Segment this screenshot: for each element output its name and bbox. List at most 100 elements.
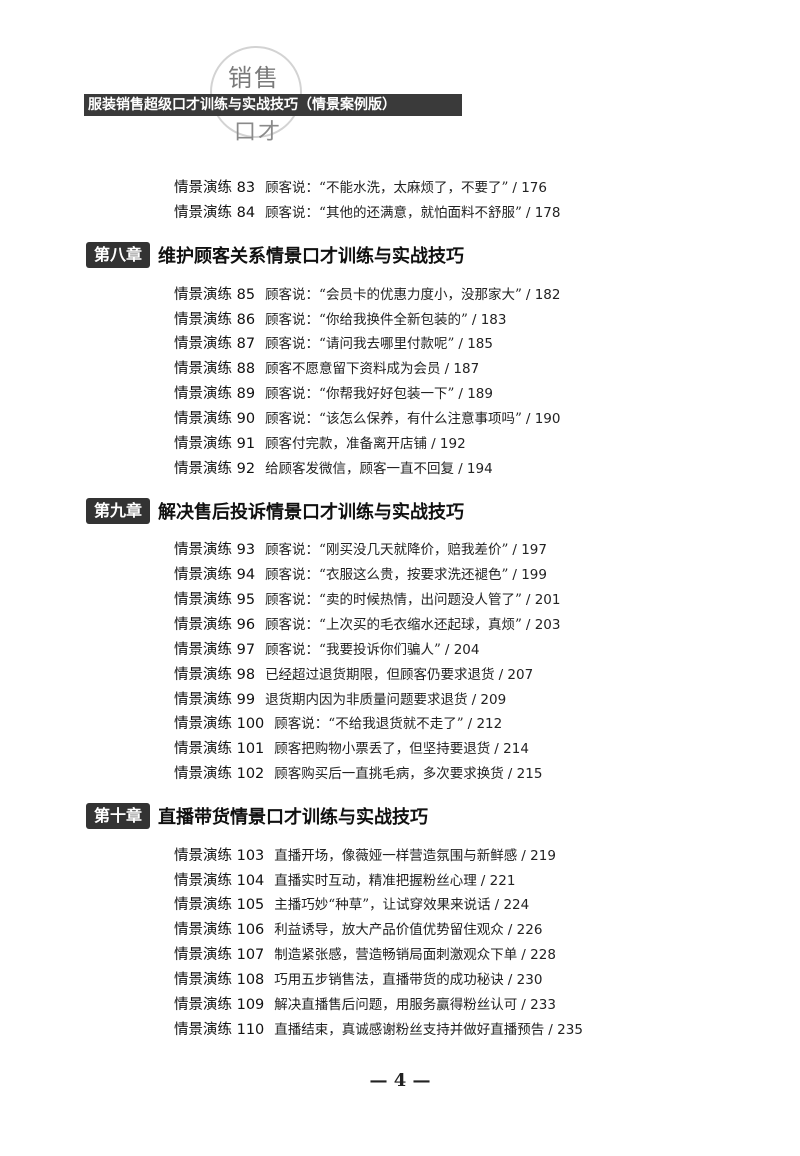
entry-title: 利益诱导，放大产品价值优势留住观众	[274, 922, 504, 938]
entry-label: 情景演练 91	[174, 436, 256, 452]
entry-title: 制造紧张感，营造畅销局面刺激观众下单	[274, 947, 518, 963]
entry-label: 情景演练 103	[174, 848, 265, 864]
toc-entry[interactable]: 情景演练 96 顾客说：“上次买的毛衣缩水还起球，真烦”/ 203	[174, 613, 560, 637]
entry-label: 情景演练 88	[174, 361, 256, 377]
entry-page: / 185	[458, 336, 493, 352]
entry-page: / 226	[507, 922, 543, 938]
entry-title: 顾客说：“你帮我好好包装一下”	[265, 386, 455, 402]
entry-label: 情景演练 95	[174, 592, 256, 608]
entry-title: 顾客说：“其他的还满意，就怕面料不舒服”	[265, 205, 522, 221]
entry-label: 情景演练 97	[174, 642, 256, 658]
entry-page: / 176	[512, 180, 547, 196]
entry-title: 顾客付完款，准备离开店铺	[265, 436, 428, 452]
entry-title: 主播巧妙“种草”，让试穿效果来说话	[274, 897, 491, 913]
entry-title: 解决直播售后问题，用服务赢得粉丝认可	[274, 997, 518, 1013]
entry-page: / 201	[525, 592, 561, 608]
entry-page: / 224	[494, 897, 530, 913]
entry-page: / 204	[444, 642, 480, 658]
chapter-title: 解决售后投诉情景口才训练与实战技巧	[158, 502, 465, 523]
entry-page: / 194	[458, 461, 493, 477]
toc-entry[interactable]: 情景演练 106 利益诱导，放大产品价值优势留住观众/ 226	[174, 918, 542, 942]
entry-title: 顾客说：“衣服这么贵，按要求洗还褪色”	[265, 567, 509, 583]
entry-label: 情景演练 109	[174, 997, 265, 1013]
chapter-title: 维护顾客关系情景口才训练与实战技巧	[158, 246, 465, 267]
entry-label: 情景演练 102	[174, 766, 265, 782]
seal-bottom-text: 口才	[234, 120, 283, 145]
entry-title: 给顾客发微信，顾客一直不回复	[265, 461, 455, 477]
entry-page: / 230	[507, 972, 543, 988]
chapter-heading[interactable]: 第十章直播带货情景口才训练与实战技巧	[86, 803, 428, 831]
entry-label: 情景演练 100	[174, 716, 265, 732]
entry-label: 情景演练 90	[174, 411, 256, 427]
entry-page: / 228	[521, 947, 556, 963]
entry-title: 顾客说：“该怎么保养，有什么注意事项吗”	[265, 411, 522, 427]
page-number: — 4 —	[369, 1070, 431, 1091]
chapter-heading[interactable]: 第八章维护顾客关系情景口才训练与实战技巧	[86, 242, 464, 270]
entry-page: / 192	[431, 436, 466, 452]
entry-label: 情景演练 96	[174, 617, 256, 633]
entry-page: / 199	[512, 567, 547, 583]
entry-page: / 212	[467, 716, 503, 732]
entry-label: 情景演练 107	[174, 947, 265, 963]
toc-entry[interactable]: 情景演练 107 制造紧张感，营造畅销局面刺激观众下单/ 228	[174, 943, 556, 967]
entry-title: 退货期内因为非质量问题要求退货	[265, 692, 468, 708]
entry-label: 情景演练 99	[174, 692, 256, 708]
chapter-badge: 第九章	[86, 498, 151, 524]
entry-label: 情景演练 98	[174, 667, 256, 683]
entry-title: 顾客不愿意留下资料成为会员	[265, 361, 441, 377]
entry-page: / 203	[525, 617, 561, 633]
toc-entry[interactable]: 情景演练 92 给顾客发微信，顾客一直不回复/ 194	[174, 457, 493, 481]
toc-entry[interactable]: 情景演练 93 顾客说：“刚买没几天就降价，赔我差价”/ 197	[174, 538, 547, 562]
toc-entry[interactable]: 情景演练 88 顾客不愿意留下资料成为会员/ 187	[174, 357, 479, 381]
entry-title: 顾客说：“请问我去哪里付款呢”	[265, 336, 455, 352]
entry-title: 巧用五步销售法，直播带货的成功秘诀	[274, 972, 504, 988]
entry-label: 情景演练 110	[174, 1022, 265, 1038]
entry-label: 情景演练 106	[174, 922, 265, 938]
entry-page: / 215	[507, 766, 543, 782]
toc-entry[interactable]: 情景演练 102 顾客购买后一直挑毛病，多次要求换货/ 215	[174, 762, 542, 786]
entry-page: / 219	[521, 848, 556, 864]
entry-title: 顾客说：“会员卡的优惠力度小，没那家大”	[265, 287, 522, 303]
toc-entry[interactable]: 情景演练 97 顾客说：“我要投诉你们骗人”/ 204	[174, 638, 479, 662]
entry-label: 情景演练 86	[174, 312, 256, 328]
entry-label: 情景演练 93	[174, 542, 256, 558]
entry-title: 顾客说：“我要投诉你们骗人”	[265, 642, 441, 658]
entry-title: 顾客说：“刚买没几天就降价，赔我差价”	[265, 542, 509, 558]
seal-top-text: 销售	[228, 64, 280, 92]
entry-title: 顾客说：“上次买的毛衣缩水还起球，真烦”	[265, 617, 522, 633]
entry-page: / 190	[525, 411, 561, 427]
entry-page: / 187	[444, 361, 480, 377]
entry-label: 情景演练 92	[174, 461, 256, 477]
entry-page: / 197	[512, 542, 547, 558]
chapter-heading[interactable]: 第九章解决售后投诉情景口才训练与实战技巧	[86, 498, 464, 526]
entry-label: 情景演练 108	[174, 972, 265, 988]
entry-title: 已经超过退货期限，但顾客仍要求退货	[265, 667, 495, 683]
entry-label: 情景演练 89	[174, 386, 256, 402]
seal-logo: 销售 口才	[210, 46, 302, 145]
toc-entry[interactable]: 情景演练 108 巧用五步销售法，直播带货的成功秘诀/ 230	[174, 968, 542, 992]
entry-title: 顾客购买后一直挑毛病，多次要求换货	[274, 766, 504, 782]
toc-entry[interactable]: 情景演练 90 顾客说：“该怎么保养，有什么注意事项吗”/ 190	[174, 407, 560, 431]
entry-page: / 214	[494, 741, 529, 757]
toc-entry[interactable]: 情景演练 91 顾客付完款，准备离开店铺/ 192	[174, 432, 466, 456]
entry-page: / 182	[525, 287, 561, 303]
entry-page: / 221	[480, 873, 516, 889]
entry-title: 顾客说：“不能水洗，太麻烦了，不要了”	[265, 180, 509, 196]
